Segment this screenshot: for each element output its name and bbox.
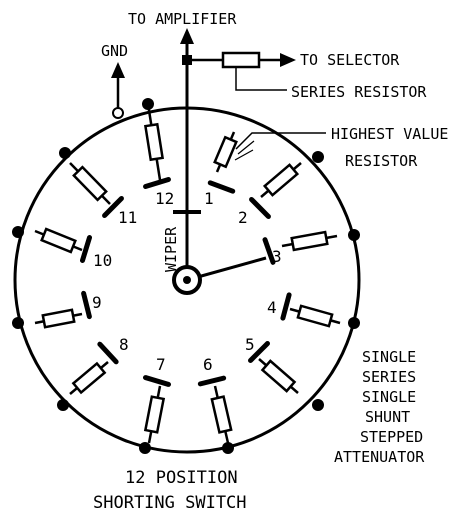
highest-value-leader-tick1 — [237, 140, 255, 155]
side-note-line-4: SHUNT — [365, 408, 410, 426]
side-note-line-2: SERIES — [362, 368, 416, 386]
side-note-line-3: SINGLE — [362, 388, 416, 406]
switch-contact-8 — [97, 341, 119, 365]
ring-junction-9 — [12, 226, 24, 238]
ring-junction-6 — [139, 442, 151, 454]
position-number-3: 3 — [272, 247, 282, 266]
switch-contact-11 — [102, 195, 124, 219]
footer-subtitle: SHORTING SWITCH — [93, 493, 247, 513]
ground-arrow-icon — [111, 62, 125, 78]
selector-arrow-icon — [280, 53, 296, 67]
resistor-group — [34, 103, 341, 444]
resistor-9 — [41, 308, 76, 329]
switch-contact-1 — [207, 180, 236, 194]
resistor-3 — [290, 230, 329, 252]
to-selector-label: TO SELECTOR — [300, 51, 400, 69]
wiper-label: WIPER — [162, 226, 180, 272]
amplifier-arrow-icon — [180, 28, 194, 44]
series-resistor-label: SERIES RESISTOR — [291, 83, 427, 101]
switch-contact-10 — [79, 235, 93, 263]
series-resistor-leader — [235, 67, 287, 91]
ring-junction-8 — [12, 317, 24, 329]
series-resistor — [221, 51, 261, 69]
footer-title: 12 POSITION — [125, 468, 238, 488]
contact-group — [79, 176, 292, 387]
resistor-4 — [296, 304, 334, 328]
ring-junction-1 — [312, 151, 324, 163]
side-note-line-1: SINGLE — [362, 348, 416, 366]
position-number-6: 6 — [203, 355, 213, 374]
ring-junction-3 — [348, 317, 360, 329]
position-number-8: 8 — [119, 335, 129, 354]
highest-value-leader — [235, 132, 326, 150]
resistor-11 — [72, 165, 108, 202]
ground-junction — [112, 107, 124, 119]
resistor-10 — [40, 227, 77, 254]
gnd-label: GND — [101, 42, 128, 60]
resistor-2 — [262, 163, 300, 197]
position-number-4: 4 — [267, 298, 277, 317]
resistor-7 — [143, 395, 166, 434]
position-number-10: 10 — [93, 251, 112, 270]
resistor-5 — [260, 359, 297, 393]
ring-junction-10 — [59, 147, 71, 159]
switch-contact-9 — [81, 290, 92, 320]
highest-value-leader-tick2 — [234, 149, 254, 161]
wiper-pivot-inner — [183, 276, 191, 284]
junction-group — [12, 98, 360, 454]
resistor-8 — [71, 361, 107, 395]
side-note-line-6: ATTENUATOR — [334, 448, 425, 466]
switch-contact-5 — [248, 341, 270, 363]
switch-contact-3 — [262, 237, 276, 265]
position-number-1: 1 — [204, 189, 214, 208]
position-number-2: 2 — [238, 208, 248, 227]
ring-junction-7 — [57, 399, 69, 411]
resistor-1 — [213, 135, 238, 169]
resistor-12 — [143, 122, 165, 162]
side-note: SINGLE SERIES SINGLE SHUNT STEPPED ATTENUATOR — [334, 348, 425, 466]
ring-junction-2 — [348, 229, 360, 241]
ring-junction-5 — [222, 442, 234, 454]
switch-contact-12 — [143, 176, 171, 190]
switch-contact-4 — [280, 292, 292, 321]
resistor-6 — [210, 395, 233, 434]
switch-contact-6 — [197, 375, 227, 387]
switch-contact-7 — [142, 375, 172, 387]
position-number-9: 9 — [92, 293, 102, 312]
highest-value-label: HIGHEST VALUE — [331, 125, 448, 143]
highest-value-resistor-label: RESISTOR — [345, 152, 418, 170]
position-number-11: 11 — [118, 208, 137, 227]
position-number-7: 7 — [156, 355, 166, 374]
ring-junction-11 — [142, 98, 154, 110]
position-number-5: 5 — [245, 335, 255, 354]
position-number-12: 12 — [155, 189, 174, 208]
switch-contact-2 — [249, 196, 271, 220]
ring-junction-4 — [312, 399, 324, 411]
to-amplifier-label: TO AMPLIFIER — [128, 10, 237, 28]
side-note-line-5: STEPPED — [360, 428, 423, 446]
